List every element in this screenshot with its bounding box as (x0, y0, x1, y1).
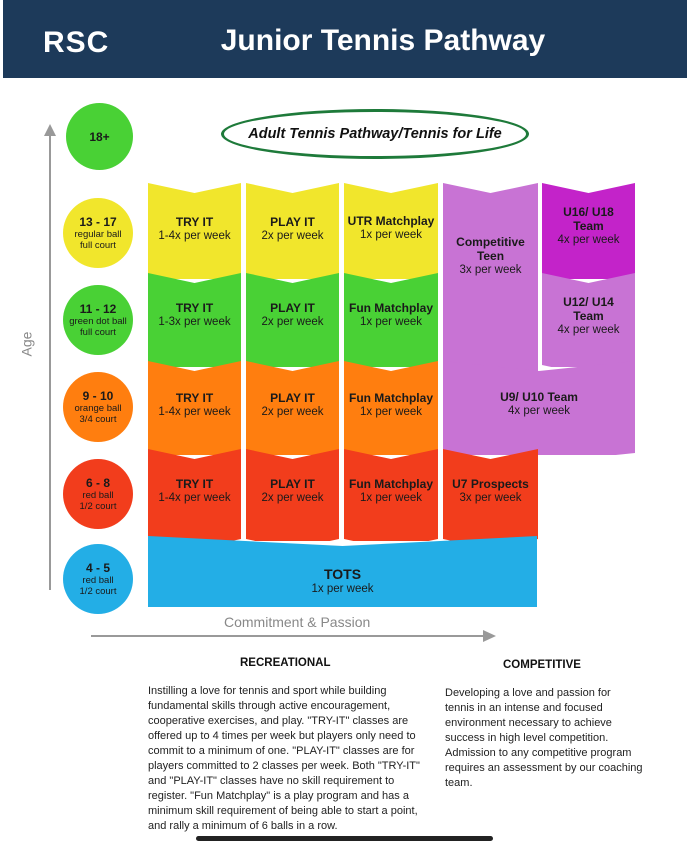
program-try-it-9-10: TRY IT 1-4x per week (148, 361, 241, 455)
competitive-description: Developing a love and passion for tennis… (445, 687, 643, 789)
program-title: TRY IT (175, 477, 214, 491)
ball-type: red ball (82, 575, 114, 586)
program-frequency: 1-4x per week (158, 230, 231, 242)
program-title: Fun Matchplay (348, 477, 433, 491)
program-title: Fun Matchplay (348, 391, 433, 405)
program-u12-u14-team: U12/ U14 Team 4x per week (542, 273, 635, 367)
age-range: 13 - 17 (79, 215, 117, 229)
program-frequency: 2x per week (261, 316, 324, 328)
program-frequency: 1-4x per week (158, 406, 231, 418)
recreational-description: Instilling a love for tennis and sport w… (148, 685, 420, 832)
program-title: TRY IT (175, 301, 214, 315)
program-frequency: 3x per week (459, 264, 522, 276)
program-frequency: 1x per week (359, 406, 422, 418)
court-size: full court (80, 327, 116, 338)
age-circle-6-8: 6 - 8 red ball 1/2 court (63, 459, 133, 529)
court-size: 1/2 court (79, 501, 117, 512)
program-title: U12/ U14 Team (563, 295, 614, 323)
program-u16-u18-team: U16/ U18 Team 4x per week (542, 183, 635, 279)
program-frequency: 1x per week (311, 583, 374, 595)
program-frequency: 1x per week (359, 316, 422, 328)
age-range: 9 - 10 (82, 389, 114, 403)
x-axis-label: Commitment & Passion (224, 614, 371, 630)
program-frequency: 1-4x per week (158, 492, 231, 504)
ball-type: orange ball (74, 403, 122, 414)
program-frequency: 1-3x per week (158, 316, 231, 328)
program-title: PLAY IT (270, 215, 315, 229)
program-title: Fun Matchplay (348, 301, 433, 315)
program-title: TRY IT (175, 215, 214, 229)
program-try-it-13-17: TRY IT 1-4x per week (148, 183, 241, 279)
program-try-it-11-12: TRY IT 1-3x per week (148, 273, 241, 367)
page-title: Junior Tennis Pathway (220, 24, 546, 57)
program-utr-matchplay-13-17: UTR Matchplay 1x per week (344, 183, 438, 279)
program-title: Competitive Teen (456, 235, 525, 263)
age-circle-13-17: 13 - 17 regular ball full court (63, 198, 133, 268)
program-frequency: 4x per week (507, 405, 570, 417)
ball-type: regular ball (74, 229, 122, 240)
program-frequency: 2x per week (261, 406, 324, 418)
y-axis-label: Age (18, 331, 35, 357)
program-competitive-teen: Competitive Teen 3x per week (443, 183, 538, 373)
program-title: UTR Matchplay (347, 214, 435, 228)
program-title: TOTS (323, 566, 362, 582)
program-frequency: 2x per week (261, 230, 324, 242)
program-frequency: 1x per week (359, 229, 422, 241)
x-axis-line (91, 635, 485, 637)
program-title: U16/ U18 Team (563, 205, 614, 233)
age-range: 6 - 8 (85, 476, 110, 490)
program-title: PLAY IT (270, 301, 315, 315)
program-title: PLAY IT (270, 477, 315, 491)
program-title: PLAY IT (270, 391, 315, 405)
court-size: 1/2 court (79, 586, 117, 597)
age-circle-9-10: 9 - 10 orange ball 3/4 court (63, 372, 133, 442)
recreational-heading: RECREATIONAL (240, 657, 331, 669)
ball-type: green dot ball (69, 316, 127, 327)
header-bar: RSC Junior Tennis Pathway (3, 0, 687, 78)
program-title: U9/ U10 Team (500, 390, 578, 404)
left-edge (0, 0, 3, 850)
program-try-it-6-8: TRY IT 1-4x per week (148, 449, 241, 541)
court-size: full court (80, 240, 116, 251)
age-range: 11 - 12 (79, 302, 117, 316)
age-circle-adult: 18+ (66, 103, 133, 170)
program-u9-u10-team: U9/ U10 Team 4x per week (443, 361, 635, 455)
rsc-logo: RSC (43, 26, 110, 59)
y-axis-line (49, 132, 51, 590)
program-frequency: 4x per week (557, 234, 620, 246)
program-fun-matchplay-9-10: Fun Matchplay 1x per week (344, 361, 438, 455)
age-range: 18+ (89, 129, 110, 144)
program-fun-matchplay-6-8: Fun Matchplay 1x per week (344, 449, 438, 541)
program-play-it-13-17: PLAY IT 2x per week (246, 183, 339, 279)
age-circle-4-5: 4 - 5 red ball 1/2 court (63, 544, 133, 614)
program-frequency: 4x per week (557, 324, 620, 336)
program-play-it-9-10: PLAY IT 2x per week (246, 361, 339, 455)
competitive-heading: COMPETITIVE (503, 659, 581, 671)
program-fun-matchplay-11-12: Fun Matchplay 1x per week (344, 273, 438, 367)
program-frequency: 3x per week (459, 492, 522, 504)
program-title: U7 Prospects (452, 477, 529, 491)
adult-pathway-oval: Adult Tennis Pathway/Tennis for Life (221, 109, 529, 159)
program-tots: TOTS 1x per week (148, 536, 537, 607)
program-u7-prospects: U7 Prospects 3x per week (443, 449, 538, 541)
age-range: 4 - 5 (85, 561, 110, 575)
program-play-it-6-8: PLAY IT 2x per week (246, 449, 339, 541)
y-axis-arrow-icon (44, 124, 56, 136)
program-play-it-11-12: PLAY IT 2x per week (246, 273, 339, 367)
program-frequency: 2x per week (261, 492, 324, 504)
x-axis-arrow-icon (483, 630, 496, 642)
program-frequency: 1x per week (359, 492, 422, 504)
ball-type: red ball (82, 490, 114, 501)
program-title: TRY IT (175, 391, 214, 405)
home-indicator (196, 836, 493, 841)
age-circle-11-12: 11 - 12 green dot ball full court (63, 285, 133, 355)
court-size: 3/4 court (79, 414, 117, 425)
